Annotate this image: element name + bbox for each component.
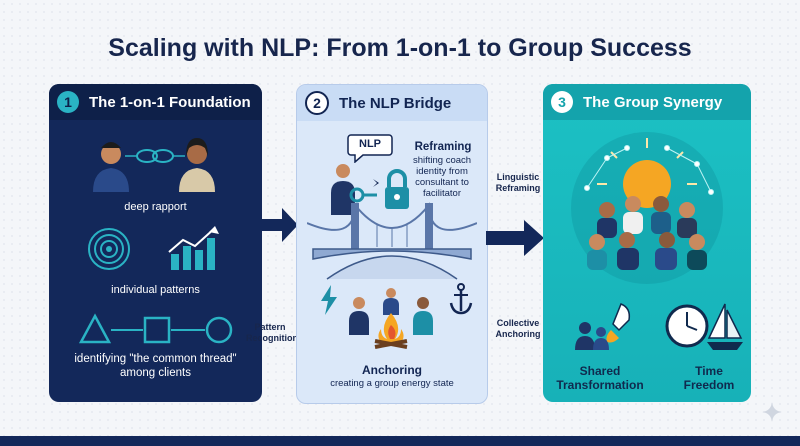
lightning-icon [321,285,337,315]
pattern-shapes-icon [79,313,233,344]
panel-heading: The NLP Bridge [339,94,452,112]
shared-transformation-label: Shared Transformation [556,364,644,392]
speech-bubble-icon [347,134,393,163]
panel-heading: The Group Synergy [583,93,723,111]
growth-chart-icon [168,226,219,270]
panel-heading: The 1-on-1 Foundation [89,93,251,111]
arrow-right-icon [262,208,298,242]
connector-linguistic-reframing: Linguistic Reframing [495,172,541,193]
anchoring-description: creating a group energy state [330,378,454,389]
panel-one-on-one: 1 The 1-on-1 Foundation deep rapport ind… [49,84,262,402]
reframing-description: shifting coach identity from consultant … [412,155,472,199]
footer-bar [0,436,800,446]
individual-patterns-label: individual patterns [111,284,200,296]
clock-sailboat-icon [665,303,743,350]
sparkle-icon [762,402,782,422]
group-globe-illustration [571,132,723,284]
anchoring-title: Anchoring [362,363,422,377]
step-number: 3 [551,91,573,113]
panel-header: 3 The Group Synergy [543,84,751,120]
panel-nlp-bridge: 2 The NLP Bridge NLP Reframing shifting … [296,84,488,404]
nlp-bubble-text: NLP [359,138,381,150]
step-number: 2 [305,91,329,115]
panel-header: 2 The NLP Bridge [297,85,487,121]
page-title: Scaling with NLP: From 1-on-1 to Group S… [108,34,692,62]
bridge-icon [307,202,477,280]
reframing-title: Reframing [414,141,472,153]
panel-group-synergy: 3 The Group Synergy [543,84,751,402]
anchor-icon [449,283,473,315]
rocket-people-icon [575,303,631,350]
rapport-people-icon [93,138,215,192]
time-freedom-label: Time Freedom [683,364,735,392]
target-circles-icon [88,228,130,270]
connector-pattern-recognition: Pattern Recognition [246,322,298,343]
panel-header: 1 The 1-on-1 Foundation [49,84,262,120]
deep-rapport-label: deep rapport [124,201,187,213]
step-number: 1 [57,91,79,113]
person-key-lock-icon [331,164,409,215]
campfire-group-icon [349,288,433,349]
connector-collective-anchoring: Collective Anchoring [495,318,541,339]
arrow-right-icon [486,220,544,256]
common-thread-label: identifying "the common thread" among cl… [74,353,237,379]
